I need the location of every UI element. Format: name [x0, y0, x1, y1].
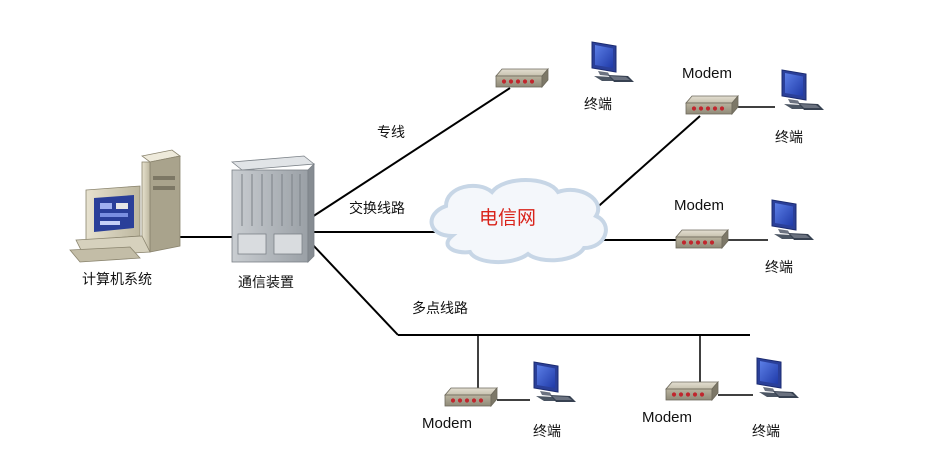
comm-device-icon: [230, 155, 316, 263]
label-multipoint-line: 多点线路: [412, 301, 468, 317]
terminal-icon: [756, 357, 800, 399]
modem-icon: [495, 68, 549, 88]
modem-icon: [675, 229, 729, 249]
line-dedicated: [311, 87, 511, 218]
label-modem: Modem: [422, 415, 473, 432]
label-modem: Modem: [674, 197, 725, 214]
computer-icon: [69, 149, 181, 263]
modem-icon: [685, 95, 739, 115]
connection-lines: [178, 87, 775, 401]
terminal-icon: [533, 361, 577, 403]
label-terminal: 终端: [752, 424, 780, 440]
label-modem: Modem: [642, 409, 693, 426]
label-terminal: 终端: [775, 130, 803, 146]
label-comm-device: 通信装置: [238, 275, 294, 291]
label-terminal: 终端: [765, 260, 793, 276]
label-network: 电信网: [479, 207, 537, 229]
terminal-icon: [781, 69, 825, 111]
line-cloud-to-upper-modem: [591, 115, 701, 213]
cloud-icon: [429, 178, 608, 265]
label-modem: Modem: [682, 65, 733, 82]
label-switched-line: 交换线路: [349, 201, 405, 217]
terminal-icon: [771, 199, 815, 241]
label-computer: 计算机系统: [82, 272, 152, 288]
modem-icon: [665, 381, 719, 401]
label-terminal: 终端: [584, 97, 612, 113]
label-terminal: 终端: [533, 424, 561, 440]
line-multipoint-diagonal: [311, 243, 399, 336]
terminal-icon: [591, 41, 635, 83]
modem-icon: [444, 387, 498, 407]
label-dedicated-line: 专线: [377, 125, 405, 141]
